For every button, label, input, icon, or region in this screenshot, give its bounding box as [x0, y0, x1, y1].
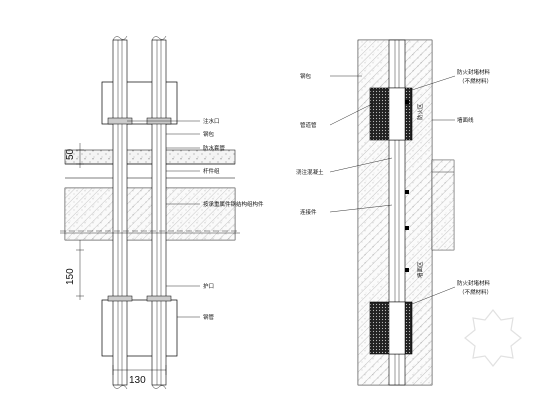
left-detail: 50 150 130 注水口 钢包 防水套管 杆件组 按承重属件钢结构组构件 护…	[60, 35, 264, 390]
right-label-right-1: （不燃材料）	[459, 77, 492, 85]
left-leaders	[127, 120, 200, 318]
left-label-3: 杆件组	[203, 167, 220, 175]
dim-bottom: 130	[129, 375, 146, 386]
left-label-0: 注水口	[203, 117, 220, 125]
right-detail: 钢包 管道管 浇注混凝土 连接件 防火封堵材料 （不燃材料） 墙面线 防火封堵材…	[296, 39, 492, 386]
left-label-6: 钢管	[203, 313, 215, 321]
left-label-5: 护口	[203, 282, 214, 290]
floor-screed	[64, 149, 236, 165]
pipe-left	[112, 35, 128, 390]
dim-top: 50	[65, 148, 76, 160]
pipe-right	[151, 35, 167, 390]
right-leaders	[329, 75, 456, 305]
right-label-left-0: 钢包	[300, 72, 312, 80]
right-label-left-1: 管道管	[300, 121, 317, 129]
right-label-right-3: 防火封堵材料	[457, 279, 491, 287]
star-watermark-icon	[464, 309, 522, 367]
vertical-label-1: 墙面区	[416, 261, 424, 278]
right-label-right-2: 墙面线	[457, 116, 474, 124]
right-label-right-0: 防火封堵材料	[457, 68, 491, 76]
left-label-1: 钢包	[203, 130, 215, 138]
right-label-left-2: 浇注混凝土	[296, 168, 324, 176]
right-label-right-4: （不燃材料）	[459, 288, 492, 296]
dimension-lines	[76, 143, 167, 375]
left-label-2: 防水套管	[203, 144, 226, 152]
right-label-left-3: 连接件	[300, 208, 317, 216]
dim-middle: 150	[65, 268, 76, 285]
left-label-4: 按承重属件钢结构组构件	[203, 200, 264, 208]
vertical-label-0: 防火区	[416, 103, 424, 120]
